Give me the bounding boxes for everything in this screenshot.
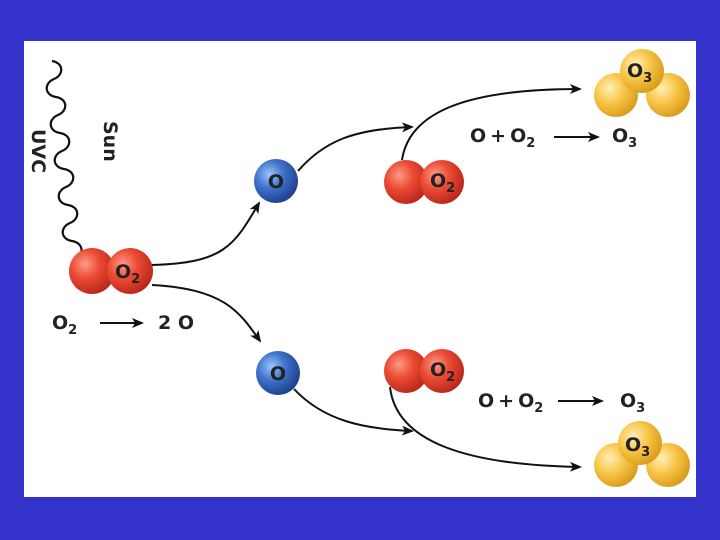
rxu-o3: O xyxy=(612,125,628,147)
o3-lower-subscript: 3 xyxy=(641,445,650,460)
svg-text:O+O2: O+O2 xyxy=(478,390,543,416)
ozone-formation-diagram: Sun UVC O2 O2 2 O O O O2 O3 O+O2 xyxy=(27,49,690,487)
svg-text:O3: O3 xyxy=(625,434,650,460)
o3-upper-subscript: 3 xyxy=(643,71,652,86)
reaction1-o2: O xyxy=(52,312,68,334)
arrow-upper-to-o3 xyxy=(401,84,582,161)
reaction1-product: 2 O xyxy=(158,312,194,334)
uvc-label: UVC xyxy=(27,129,49,173)
rxu-o3-sub: 3 xyxy=(628,136,637,151)
arrow-to-upper-o xyxy=(151,201,261,266)
reaction-ozone-upper: O+O2 O3 xyxy=(470,125,637,151)
reaction-ozone-lower: O+O2 O3 xyxy=(478,390,645,416)
svg-text:O2: O2 xyxy=(430,359,455,385)
svg-text:O+O2: O+O2 xyxy=(470,125,535,151)
o2-molecule-lower: O2 xyxy=(384,349,464,393)
rxl-o3-sub: 3 xyxy=(636,401,645,416)
reaction1-o2-sub: 2 xyxy=(68,323,77,338)
rxl-o2-sub: 2 xyxy=(534,401,543,416)
o2-molecule-source: O2 xyxy=(69,248,153,294)
rxu-o2: O xyxy=(510,125,526,147)
rxu-o: O xyxy=(470,125,486,147)
o3-molecule-upper: O3 xyxy=(594,49,690,117)
svg-text:O3: O3 xyxy=(627,60,652,86)
arrow-to-lower-o xyxy=(151,284,262,343)
uv-ray-wave xyxy=(45,59,83,260)
o3-lower-symbol: O xyxy=(625,434,641,456)
o2-symbol: O xyxy=(115,261,131,283)
diagram-panel: Sun UVC O2 O2 2 O O O O2 O3 O+O2 xyxy=(24,41,696,497)
o3-molecule-lower: O3 xyxy=(594,421,690,487)
sun-label: Sun xyxy=(99,121,121,162)
rxu-o2-sub: 2 xyxy=(526,136,535,151)
rxl-o3: O xyxy=(620,390,636,412)
svg-text:O3: O3 xyxy=(620,390,645,416)
reaction-dissociation: O2 2 O xyxy=(52,312,194,338)
o-atom-upper: O xyxy=(254,159,298,203)
o2-upper-subscript: 2 xyxy=(446,181,455,196)
arrow-upper-o-to-o2 xyxy=(297,122,414,172)
o-atom-lower: O xyxy=(256,351,300,395)
o-atom-lower-label: O xyxy=(270,363,286,385)
o-atom-upper-label: O xyxy=(268,171,284,193)
o2-lower-subscript: 2 xyxy=(446,370,455,385)
svg-text:O3: O3 xyxy=(612,125,637,151)
svg-text:O2: O2 xyxy=(52,312,77,338)
o2-upper-symbol: O xyxy=(430,170,446,192)
o2-molecule-upper: O2 xyxy=(384,160,464,204)
svg-text:O2: O2 xyxy=(115,261,140,287)
arrow-lower-o-to-o2 xyxy=(293,388,414,436)
arrow-lower-to-o3 xyxy=(389,386,582,472)
o2-subscript: 2 xyxy=(131,272,140,287)
svg-text:O2: O2 xyxy=(430,170,455,196)
rxu-plus: + xyxy=(490,125,506,147)
o3-upper-symbol: O xyxy=(627,60,643,82)
rxl-o: O xyxy=(478,390,494,412)
rxl-o2: O xyxy=(518,390,534,412)
o2-lower-symbol: O xyxy=(430,359,446,381)
rxl-plus: + xyxy=(498,390,514,412)
